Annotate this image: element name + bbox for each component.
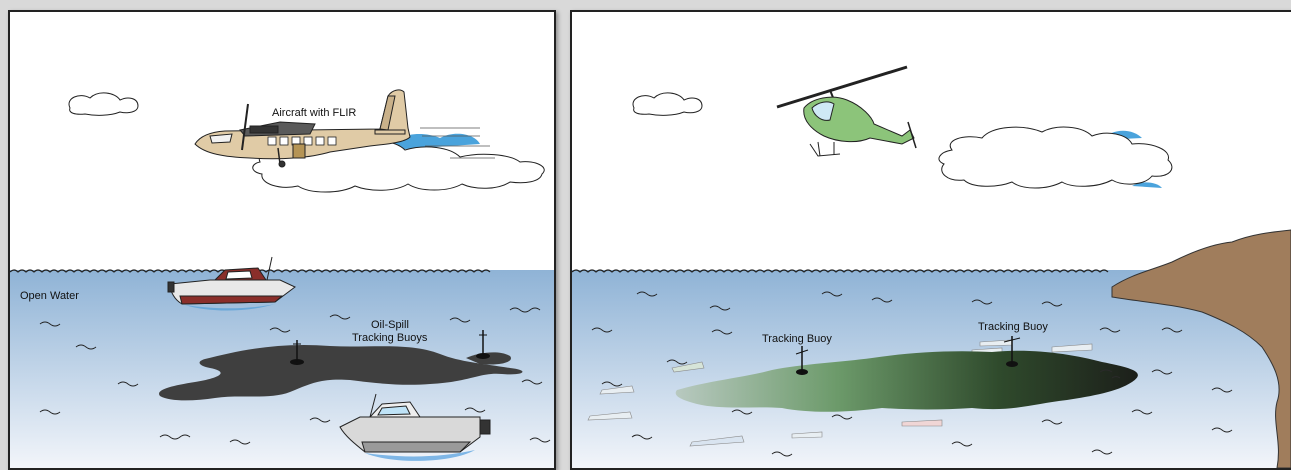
cloud-small [633, 93, 702, 115]
left-scene-panel: Aircraft with FLIR Open Water Oil-Spill … [8, 10, 556, 470]
tracking-buoy-label-2: Tracking Buoy [978, 321, 1048, 333]
buoys-label-line1: Oil-Spill [371, 319, 409, 331]
right-scene-panel: Tracking Buoy Tracking Buoy [570, 10, 1291, 470]
open-water-label: Open Water [20, 290, 79, 302]
aircraft-label: Aircraft with FLIR [272, 107, 356, 119]
helicopter [777, 67, 916, 156]
tracking-buoy-label-1: Tracking Buoy [762, 333, 832, 345]
left-scene-illustration: Aircraft with FLIR Open Water Oil-Spill … [10, 12, 554, 468]
buoys-label-line2: Tracking Buoys [352, 332, 428, 344]
cloud-small [69, 93, 138, 115]
right-scene-illustration: Tracking Buoy Tracking Buoy [572, 12, 1291, 468]
